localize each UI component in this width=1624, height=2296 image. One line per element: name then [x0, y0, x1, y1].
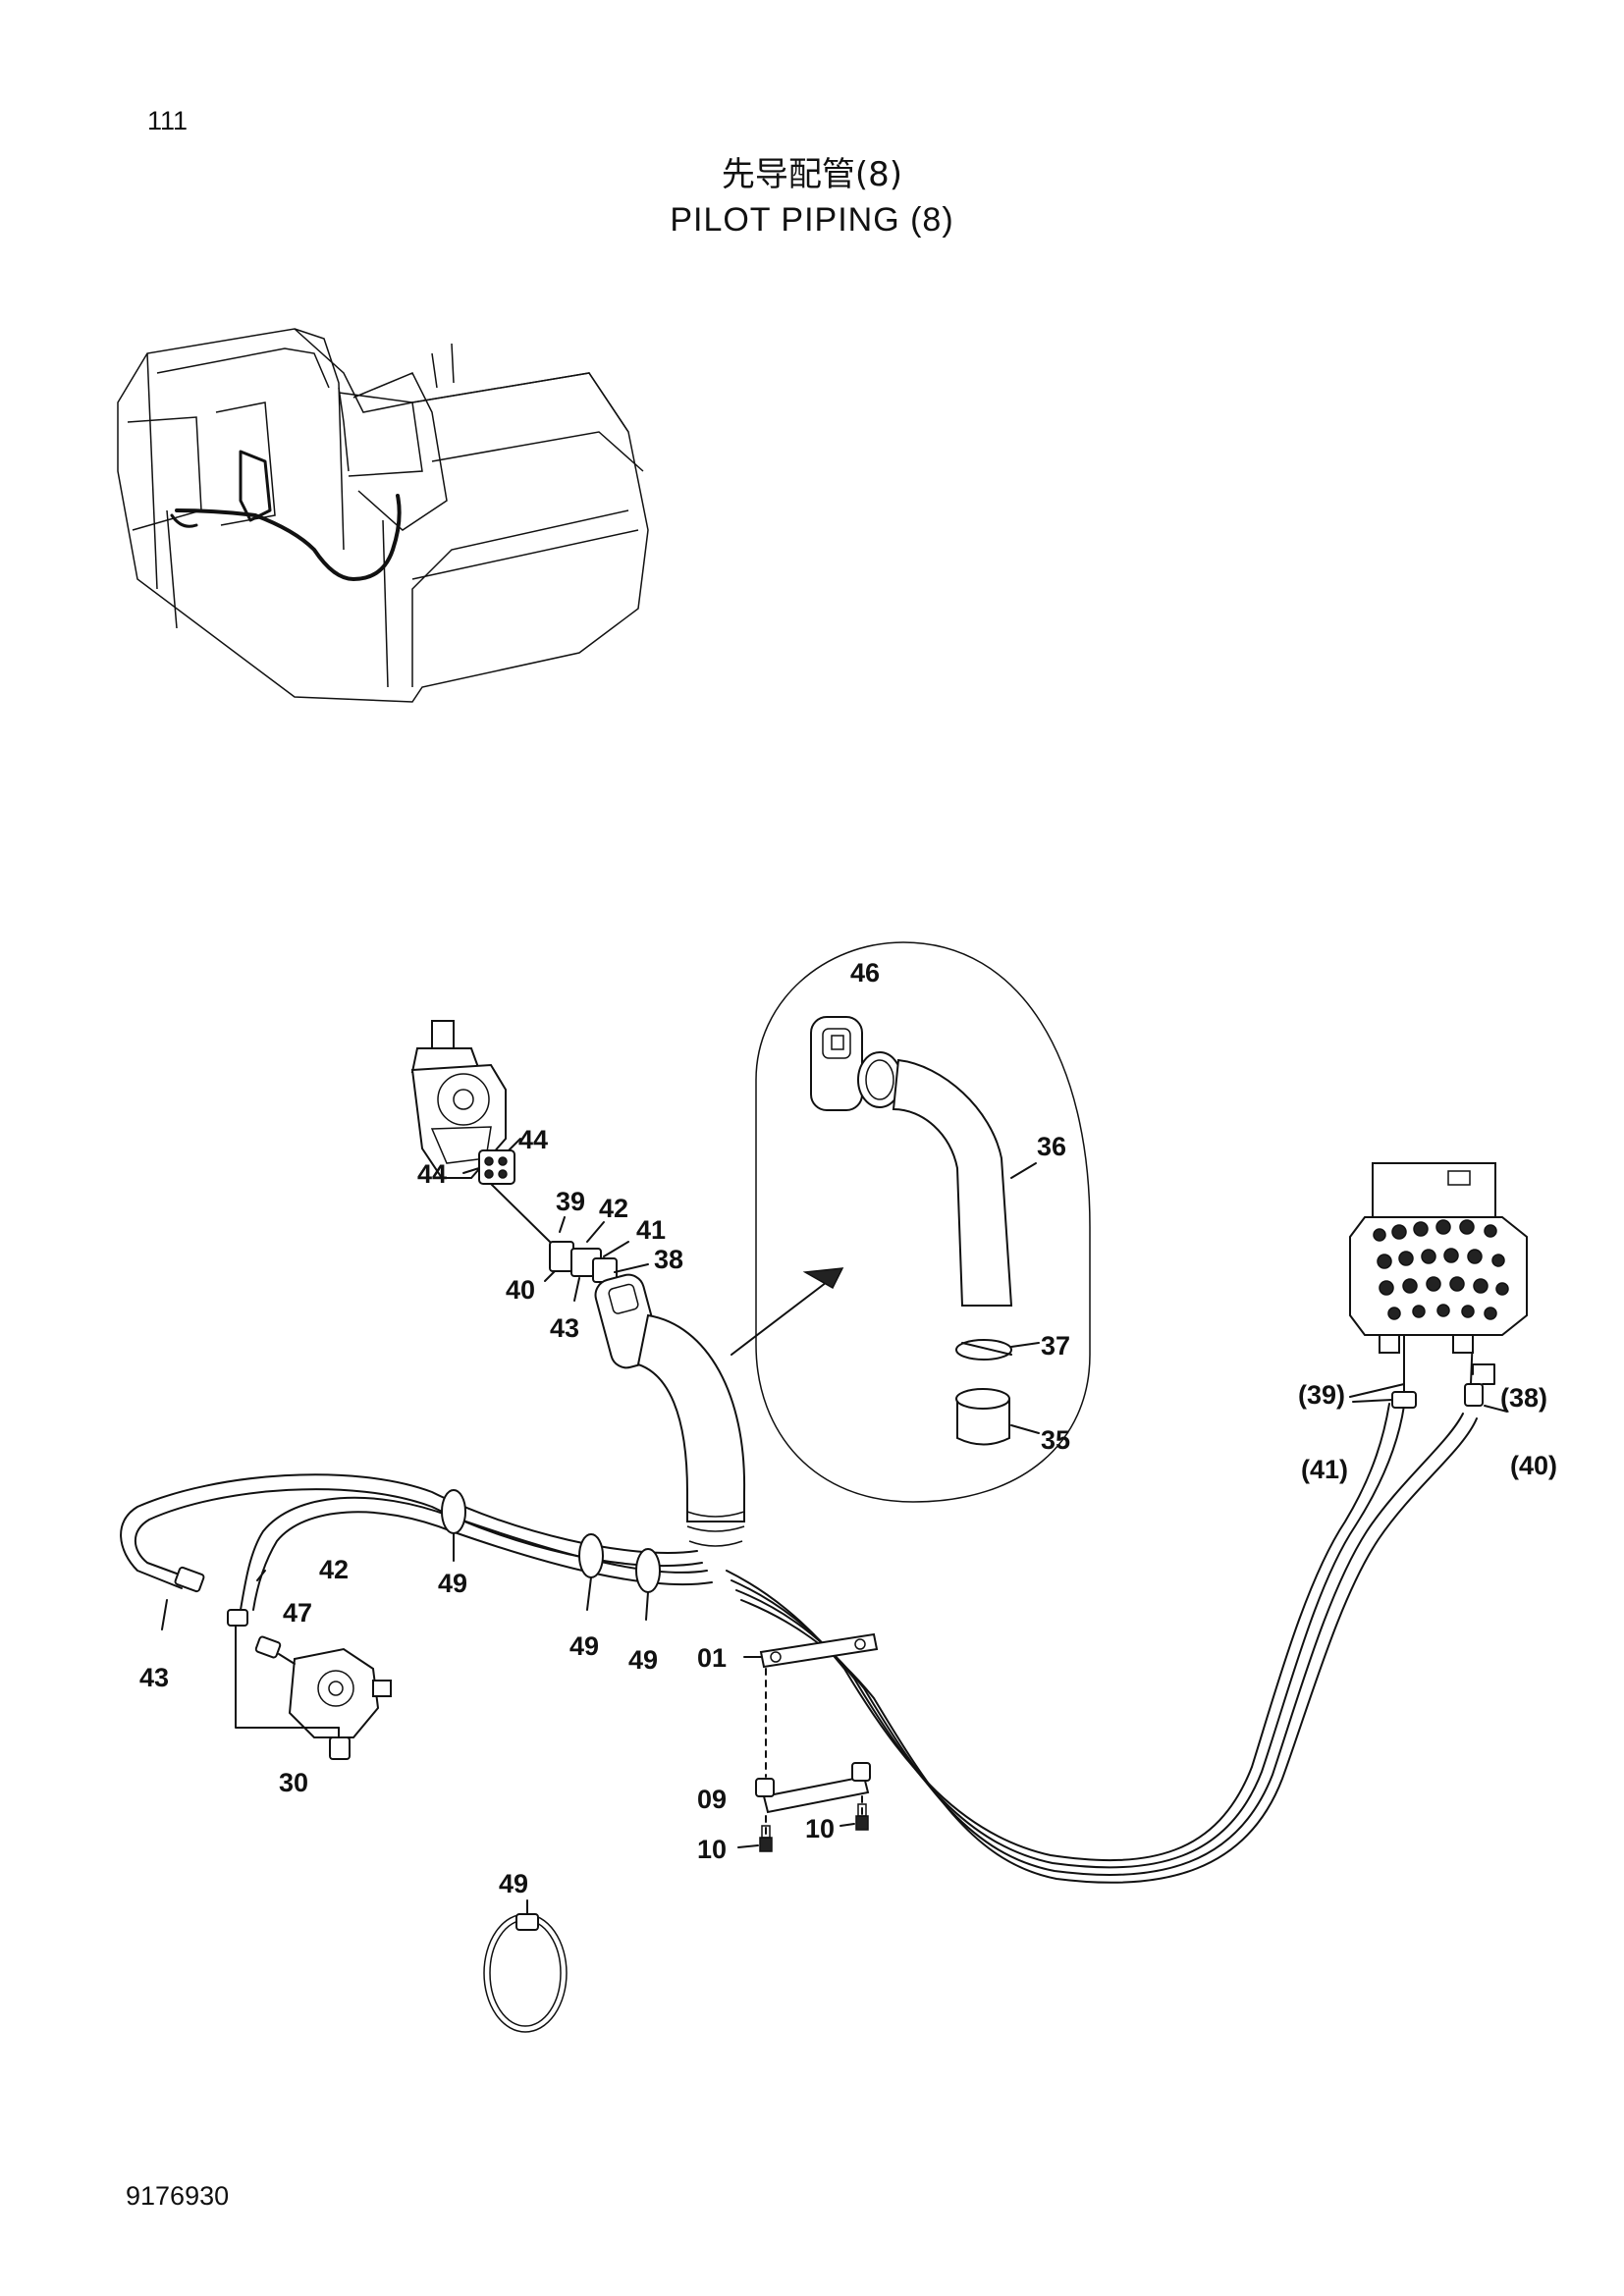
callout-labels: 46 36 37 35 44 44 39 42 41 38 40 43 (39)…	[139, 958, 1557, 1898]
callout-49-c: 49	[628, 1645, 658, 1675]
callout-49-a: 49	[438, 1569, 467, 1598]
callout-09: 09	[697, 1785, 727, 1814]
page-number: 111	[147, 106, 189, 135]
hose-36	[892, 1058, 1013, 1307]
callout-36: 36	[1037, 1132, 1066, 1161]
callout-47: 47	[283, 1598, 312, 1628]
fitting-30	[329, 1736, 351, 1760]
callout-10-right: 10	[805, 1814, 835, 1843]
callout-49-d: 49	[499, 1869, 528, 1898]
callout-38-ref: (38)	[1500, 1383, 1547, 1413]
callout-30: 30	[279, 1768, 308, 1797]
callout-46: 46	[850, 958, 880, 988]
callout-42-lower: 42	[319, 1555, 349, 1584]
document-number: 9176930	[126, 2181, 230, 2211]
hoses-right	[726, 1324, 1508, 1884]
callout-35: 35	[1041, 1425, 1070, 1455]
callout-49-b: 49	[569, 1631, 599, 1661]
callout-01: 01	[697, 1643, 727, 1673]
band-clamp-49	[483, 1899, 568, 2033]
callout-39: 39	[556, 1187, 585, 1216]
detail-loop	[731, 941, 1091, 1503]
callout-43-upper: 43	[550, 1313, 579, 1343]
valve-ports	[1373, 1219, 1509, 1320]
connector-44	[478, 1149, 515, 1185]
callout-10-left: 10	[697, 1835, 727, 1864]
main-hose	[636, 1313, 746, 1547]
callout-41: 41	[636, 1215, 666, 1245]
machine-overview	[117, 328, 649, 703]
callout-41-ref: (41)	[1301, 1455, 1348, 1484]
pilot-valve	[161, 1570, 392, 1760]
callout-44-upper: 44	[518, 1125, 548, 1154]
grommet-46	[810, 1016, 863, 1111]
fitting-47	[254, 1635, 282, 1659]
cap-35	[956, 1398, 1010, 1446]
callout-43-lower: 43	[139, 1663, 169, 1692]
control-valve	[1349, 1162, 1528, 1354]
callout-40: 40	[506, 1275, 535, 1305]
callout-44-left: 44	[417, 1159, 447, 1189]
title-chinese: 先导配管(8)	[721, 155, 903, 194]
plate-09	[762, 1775, 870, 1814]
callout-37: 37	[1041, 1331, 1070, 1361]
title-english: PILOT PIPING (8)	[670, 201, 954, 239]
callout-38: 38	[654, 1245, 683, 1274]
callout-40-ref: (40)	[1510, 1451, 1557, 1480]
hoses-left	[120, 1473, 713, 1627]
callout-39-ref: (39)	[1298, 1380, 1345, 1410]
plate-01	[759, 1632, 879, 1669]
plates	[737, 1632, 879, 1852]
callout-42-upper: 42	[599, 1194, 628, 1223]
